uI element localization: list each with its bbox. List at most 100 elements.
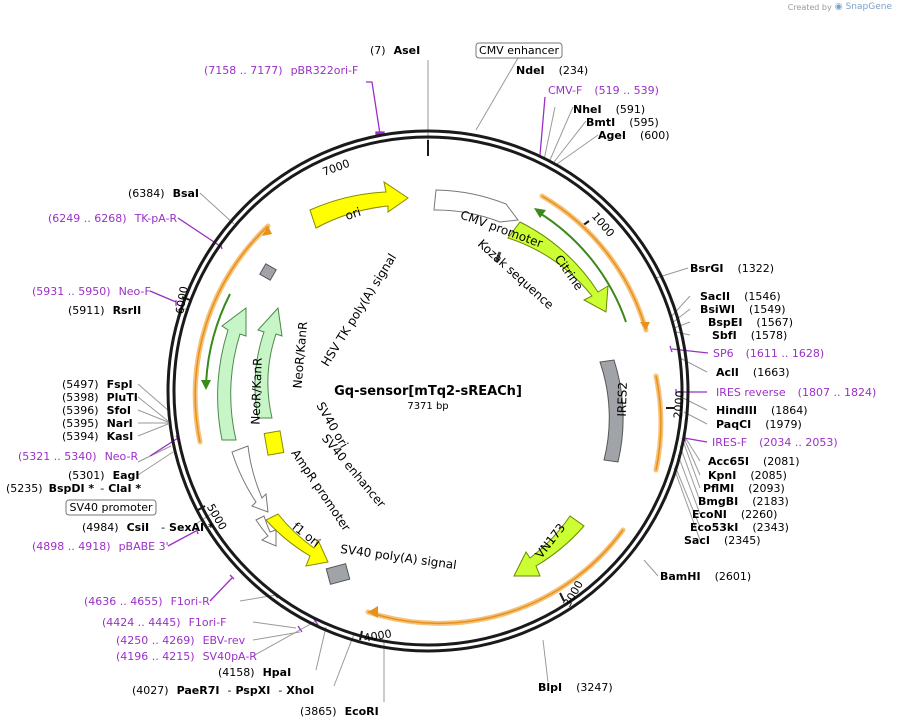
site-fsp-pos: (5497)	[62, 378, 99, 391]
site-blp-pos: (3247)	[576, 681, 613, 694]
site-bmgb-name: BmgBI	[698, 495, 738, 508]
svg-text:(5396)SfoI: (5396)SfoI	[62, 404, 131, 417]
primer-pbr322-range: (7158 .. 7177)	[204, 64, 283, 77]
site-eag-pos: (5301)	[68, 469, 105, 482]
snapgene-brand: Created by ◉ SnapGene	[788, 2, 892, 12]
primer-iresrev-range: (1807 .. 1824)	[798, 386, 877, 399]
green-arrowhead-1	[534, 208, 546, 218]
primer-cmvf-range: (519 .. 539)	[594, 84, 659, 97]
site-sbf-name: SbfI	[712, 329, 737, 342]
site-rsr2-pos: (5911)	[68, 304, 105, 317]
primer-f1orif-range: (4424 .. 4445)	[102, 616, 181, 629]
site-sac1-pos: (2345)	[724, 534, 761, 547]
site-bamh-pos: (2601)	[715, 570, 752, 583]
svg-text:SP6(1611 .. 1628): SP6(1611 .. 1628)	[713, 347, 824, 360]
site-econ-pos: (2260)	[741, 508, 778, 521]
svg-text:BlpI(3247): BlpI(3247)	[538, 681, 613, 694]
svg-text:AclI(1663): AclI(1663)	[716, 366, 789, 379]
site-bspd-sep: -	[100, 482, 104, 495]
primer-pbr322-name: pBR322ori-F	[291, 64, 359, 77]
svg-text:PaqCI(1979): PaqCI(1979)	[716, 418, 802, 431]
site-sfo-name: SfoI	[107, 404, 131, 417]
svg-text:EcoNI(2260): EcoNI (2260)	[692, 508, 777, 521]
neor-arrow-2	[254, 306, 283, 419]
neor-label-1: NeoR/KanR	[249, 357, 265, 424]
sv40-promoter-label: SV40 promoter	[69, 501, 153, 514]
primer-iresf-range: (2034 .. 2053)	[759, 436, 838, 449]
primer-tkpar-name: TK-pA-R	[134, 212, 178, 225]
site-hind-name: HindIII	[716, 404, 757, 417]
svg-text:(5395)NarI: (5395) NarI	[62, 417, 133, 430]
svg-text:(5394)KasI: (5394)KasI	[62, 430, 133, 443]
primer-cmvf-name: CMV-F	[548, 84, 582, 97]
site-hpa-pos: (4158)	[218, 666, 255, 679]
svg-text:(4027)PaeR7I-PspXI-XhoI: (4027)PaeR7I-PspXI-XhoI	[132, 684, 314, 697]
site-bspd-pos: (5235)	[6, 482, 43, 495]
primer-pbabe3-range: (4898 .. 4918)	[32, 540, 111, 553]
vn173-arrow	[513, 515, 585, 577]
ori-arrow	[309, 180, 409, 229]
primer-iresrev-name: IRES reverse	[716, 386, 786, 399]
site-sac2-pos: (1546)	[744, 290, 781, 303]
site-pflm-name: PflMI	[703, 482, 734, 495]
orf-arrowhead-3	[640, 322, 650, 330]
svg-text:(5321 .. 5340)Neo-R: (5321 .. 5340)Neo-R	[18, 450, 138, 463]
site-ase-pos: (7)	[370, 44, 386, 57]
primer-neof-name: Neo-F	[119, 285, 151, 298]
site-plut-name: PluTI	[107, 391, 138, 404]
hsv-tk-label: HSV TK poly(A) signal	[318, 251, 399, 369]
svg-text:HindIII(1864): HindIII(1864)	[716, 404, 808, 417]
site-nhe-name: NheI	[573, 103, 602, 116]
cmv-enhancer-label: CMV enhancer	[479, 44, 559, 57]
site-bsa-pos: (6384)	[128, 187, 165, 200]
site-acc65-name: Acc65I	[708, 455, 749, 468]
citrine-arrow	[507, 221, 609, 313]
neor-label-2: NeoR/KanR	[290, 321, 310, 389]
kozak-mark	[494, 251, 502, 263]
primer-f1orif-name: F1ori-F	[189, 616, 227, 629]
site-pspx-name: PspXI	[235, 684, 270, 697]
svg-text:SacI(2345): SacI(2345)	[684, 534, 761, 547]
hsv-tk-block	[259, 263, 277, 281]
sv40-polya-label: SV40 poly(A) signal	[339, 542, 457, 572]
svg-text:(4898 .. 4918)pBABE 3': (4898 .. 4918)pBABE 3'	[32, 540, 169, 553]
site-econ-name: EcoNI	[692, 508, 727, 521]
primer-f1orir-name: F1ori-R	[171, 595, 211, 608]
site-sac2-name: SacII	[700, 290, 730, 303]
site-plut-pos: (5398)	[62, 391, 99, 404]
svg-text:(5301)EagI: (5301) EagI	[68, 469, 139, 482]
site-nde-name: NdeI	[516, 64, 545, 77]
site-kpn-name: KpnI	[708, 469, 736, 482]
site-bsiw-name: BsiWI	[700, 303, 735, 316]
site-eag-name: EagI	[113, 469, 140, 482]
site-eco53-name: Eco53kI	[690, 521, 738, 534]
svg-text:BsiWI(1549): BsiWI (1549)	[700, 303, 786, 316]
site-bsiw-pos: (1549)	[749, 303, 786, 316]
svg-text:(4250 .. 4269)EBV-rev: (4250 .. 4269)EBV-rev	[116, 634, 246, 647]
site-eco53-pos: (2343)	[752, 521, 789, 534]
site-acl-name: AclI	[716, 366, 739, 379]
primer-neor-name: Neo-R	[105, 450, 139, 463]
svg-text:BamHI(2601): BamHI(2601)	[660, 570, 751, 583]
svg-text:(5398)PluTI: (5398) PluTI	[62, 391, 138, 404]
site-sexa-name: SexAI *	[169, 521, 214, 534]
site-nar-name: NarI	[107, 417, 133, 430]
site-bsrg-name: BsrGI	[690, 262, 723, 275]
green-arrowhead-2	[201, 380, 211, 390]
site-age-pos: (600)	[640, 129, 670, 142]
primer-ebvrev-range: (4250 .. 4269)	[116, 634, 195, 647]
snapgene-product-text: SnapGene	[845, 2, 892, 12]
svg-text:(5911)RsrII: (5911)RsrII	[68, 304, 141, 317]
sv40-polya-block	[325, 563, 351, 585]
created-by-text: Created by	[787, 2, 832, 12]
svg-text:BmgBI(2183): BmgBI(2183)	[698, 495, 789, 508]
svg-text:SacII(1546): SacII (1546)	[700, 290, 781, 303]
svg-text:Eco53kI(2343): Eco53kI (2343)	[690, 521, 789, 534]
backbone-inner-ring	[172, 135, 684, 647]
ori-label: ori	[343, 205, 362, 223]
site-kas-pos: (5394)	[62, 430, 99, 443]
svg-text:PflMI(2093): PflMI(2093)	[703, 482, 785, 495]
site-paqc-pos: (1979)	[765, 418, 802, 431]
site-hpa-name: HpaI	[263, 666, 292, 679]
site-nar-pos: (5395)	[62, 417, 99, 430]
